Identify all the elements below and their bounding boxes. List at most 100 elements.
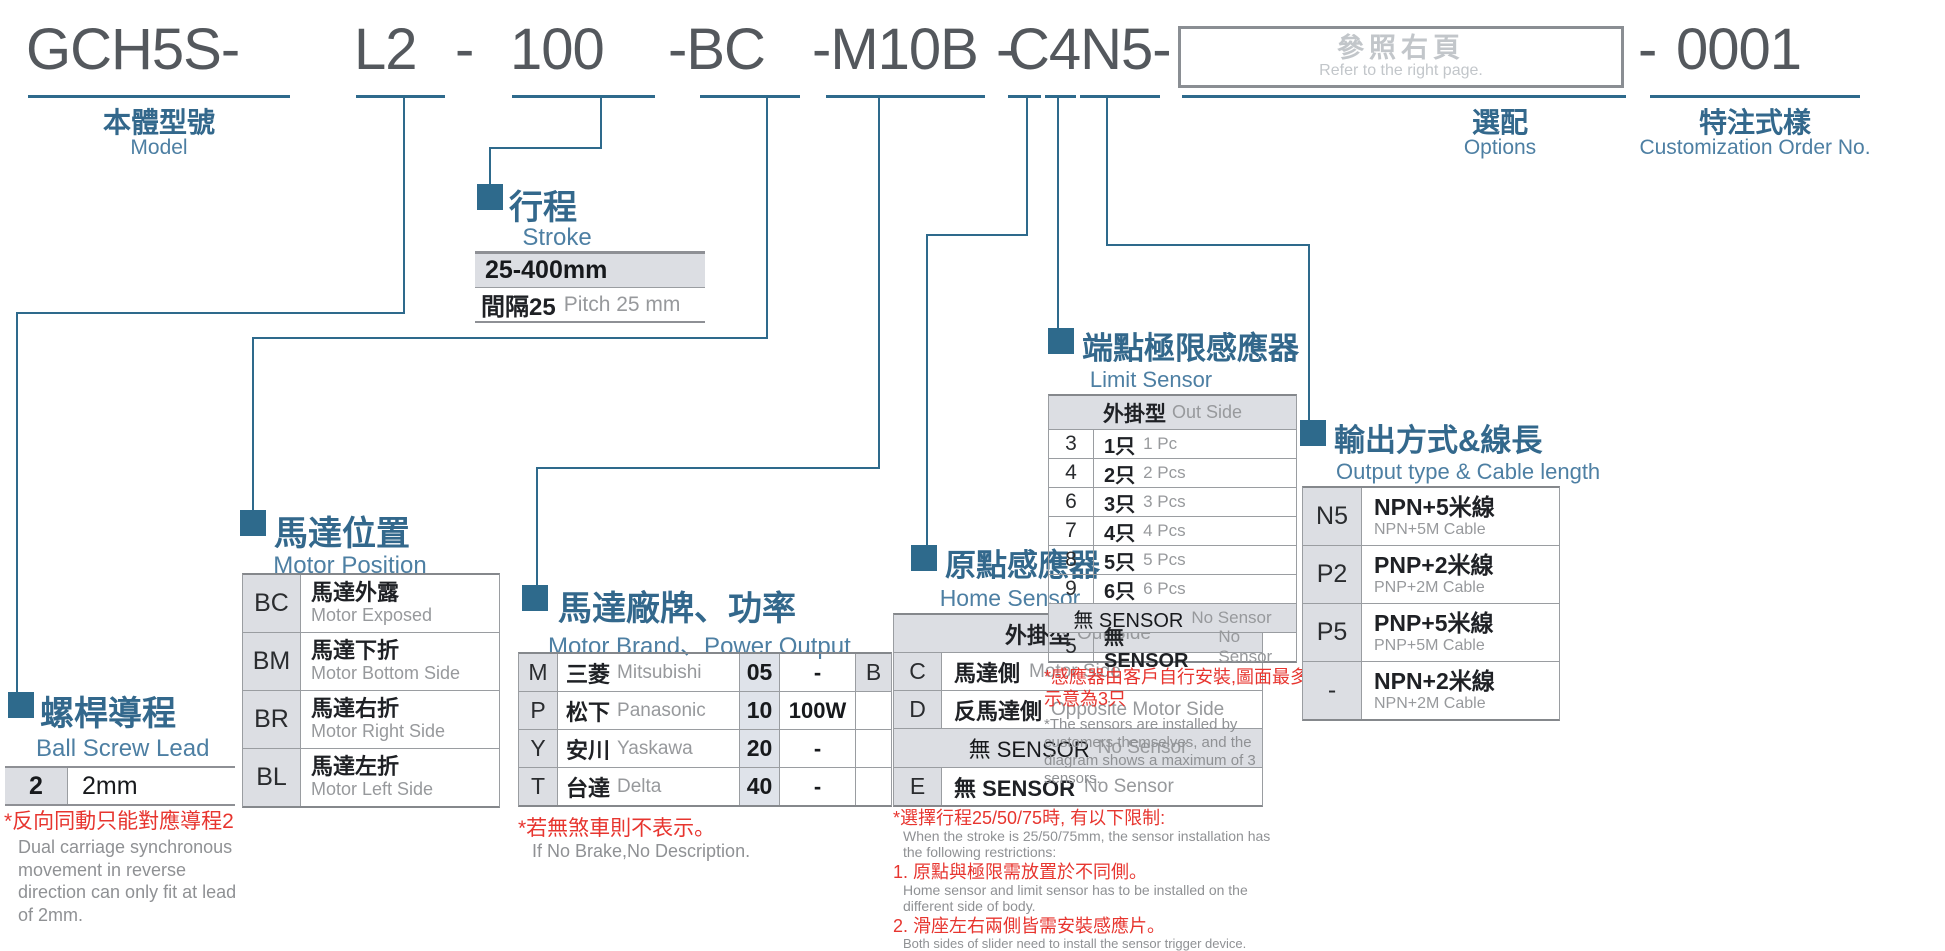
options-box: 參照右頁 Refer to the right page. <box>1178 26 1624 88</box>
options-box-label-zh: 參照右頁 <box>1337 33 1465 63</box>
code-cell: Y <box>519 730 558 767</box>
power-cell: - <box>780 768 856 805</box>
customization-label-en: Customization Order No. <box>1639 136 1871 159</box>
table-header: 外掛型 Out Side <box>1049 396 1296 430</box>
value-cell: 反馬達側 Opposite Motor Side <box>942 691 1262 728</box>
connector-line <box>926 234 1028 236</box>
value-cell: 無 SENSOR No Sensor <box>942 768 1262 805</box>
output-title-en: Output type & Cable length <box>1336 459 1601 484</box>
value-zh: 馬達左折 <box>311 754 400 779</box>
code-cell: BR <box>243 691 301 748</box>
code-cell: 4 <box>1049 459 1094 487</box>
bullet-square-icon <box>522 585 548 611</box>
ball-screw-note-gray: Dual carriage synchronous movement in re… <box>18 837 237 925</box>
table-row: P 松下 Panasonic 10 100W <box>519 692 891 730</box>
brake-cell <box>856 730 891 767</box>
band-zh: 無 SENSOR <box>1073 609 1184 632</box>
code-cell: - <box>1303 662 1362 719</box>
connector-line <box>252 337 768 339</box>
value-zh: 4只 <box>1104 522 1136 545</box>
stroke-title-zh: 行程 <box>509 189 577 227</box>
code-cell: 5 <box>1049 633 1094 661</box>
code-underline <box>28 95 290 98</box>
connector-line <box>1026 98 1028 234</box>
brand-zh: 三菱 <box>566 661 611 687</box>
brand-cell: 安川 Yaskawa <box>558 730 740 767</box>
table-row: P5 PNP+5米線 PNP+5M Cable <box>1303 604 1559 662</box>
ball-screw-note-red: *反向同動只能對應導程2 <box>4 810 234 833</box>
limit-sensor-title-en: Limit Sensor <box>1089 367 1213 392</box>
connector-line <box>1106 98 1108 244</box>
value-cell: 2mm <box>82 771 138 800</box>
value-zh: 無 SENSOR <box>1104 627 1189 672</box>
bullet-square-icon <box>8 692 34 718</box>
value-zh: NPN+5米線 <box>1374 494 1495 520</box>
brand-cell: 三菱 Mitsubishi <box>558 654 740 691</box>
connector-line <box>252 337 254 510</box>
code-underline <box>512 95 655 98</box>
connector-line <box>1106 244 1310 246</box>
motor-brand-title-en: Motor Brand、Power Output <box>548 633 851 660</box>
code-dash: - <box>1638 17 1657 82</box>
no-sensor-band: 無 SENSOR No Sensor <box>894 729 1262 768</box>
motor-brand-note-gray: If No Brake,No Description. <box>532 841 751 861</box>
brand-en: Mitsubishi <box>617 661 702 683</box>
value-cell: 馬達左折 Motor Left Side <box>301 749 499 806</box>
value-cell: 5只 5 Pcs <box>1094 546 1296 574</box>
stroke-pitch-cell: 間隔25 Pitch 25 mm <box>475 288 705 322</box>
output-title-zh: 輸出方式&線長 <box>1334 423 1543 458</box>
value-en: Opposite Motor Side <box>1051 698 1225 720</box>
table-row: N5 NPN+5米線 NPN+5M Cable <box>1303 488 1559 546</box>
home-sensor-notes: *選擇行程25/50/75時, 有以下限制: When the stroke i… <box>893 808 1278 951</box>
table-row: 5 無 SENSOR No Sensor <box>1049 627 1296 672</box>
table-row: BR 馬達右折 Motor Right Side <box>243 691 499 749</box>
value-en: 5 Pcs <box>1143 550 1186 569</box>
brand-zh: 台達 <box>566 775 611 801</box>
header-en: Out Side <box>1171 402 1243 422</box>
stroke-title-en: Stroke <box>522 224 592 251</box>
code-dash: - <box>455 17 474 82</box>
power-code-cell: 40 <box>740 768 780 805</box>
brand-zh: 松下 <box>566 699 611 725</box>
home-sensor-title-zh: 原點感應器 <box>945 548 1100 583</box>
value-en: No Sensor <box>1218 627 1273 666</box>
note-red: *選擇行程25/50/75時, 有以下限制: <box>893 808 1166 828</box>
code-segment-stroke: 100 <box>510 17 605 82</box>
value-cell: 2只 2 Pcs <box>1094 459 1296 487</box>
stroke-pitch-zh: 間隔25 <box>481 294 556 321</box>
note-gray: When the stroke is 25/50/75mm, the senso… <box>903 828 1271 860</box>
table-row: 7 4只 4 Pcs <box>1049 517 1296 546</box>
code-cell: 8 <box>1049 546 1094 574</box>
band-en: No Sensor <box>1191 608 1272 627</box>
code-underline <box>356 95 445 98</box>
value-cell: 無 SENSOR No Sensor <box>1094 627 1296 672</box>
code-underline <box>700 95 800 98</box>
value-zh: NPN+2米線 <box>1374 668 1495 694</box>
connector-line <box>1057 98 1059 328</box>
value-cell: 馬達側 Motor Side <box>942 653 1262 690</box>
limit-sensor-table: 外掛型 Out Side 3 1只 1 Pc 4 2只 2 Pcs 6 3只 3… <box>1048 394 1297 672</box>
band-en: No Sensor <box>1097 737 1188 758</box>
code-underline <box>1182 95 1626 98</box>
limit-sensor-title-zh: 端點極限感應器 <box>1082 331 1299 366</box>
table-row: 3 1只 1 Pc <box>1049 430 1296 459</box>
connector-line <box>600 98 602 147</box>
brand-en: Panasonic <box>617 699 706 721</box>
options-box-label-en: Refer to the right page. <box>1319 62 1483 79</box>
table-row: 8 5只 5 Pcs <box>1049 546 1296 575</box>
code-cell: 2 <box>5 768 68 804</box>
table-row: D 反馬達側 Opposite Motor Side <box>894 691 1262 729</box>
ball-screw-title-en: Ball Screw Lead <box>36 735 210 762</box>
code-cell: C <box>894 653 942 690</box>
value-zh: PNP+5米線 <box>1374 610 1494 636</box>
ball-screw-title-zh: 螺桿導程 <box>40 695 176 733</box>
code-cell: BC <box>243 575 301 632</box>
brand-en: Yaskawa <box>617 737 693 759</box>
motor-brand-table: M 三菱 Mitsubishi 05 - B P 松下 Panasonic 10… <box>518 652 892 807</box>
options-label-zh: 選配 <box>1471 107 1528 138</box>
value-zh: 3只 <box>1104 493 1136 516</box>
value-en: 2 Pcs <box>1143 463 1186 482</box>
table-row: 6 3只 3 Pcs <box>1049 488 1296 517</box>
bullet-square-icon <box>240 510 266 536</box>
